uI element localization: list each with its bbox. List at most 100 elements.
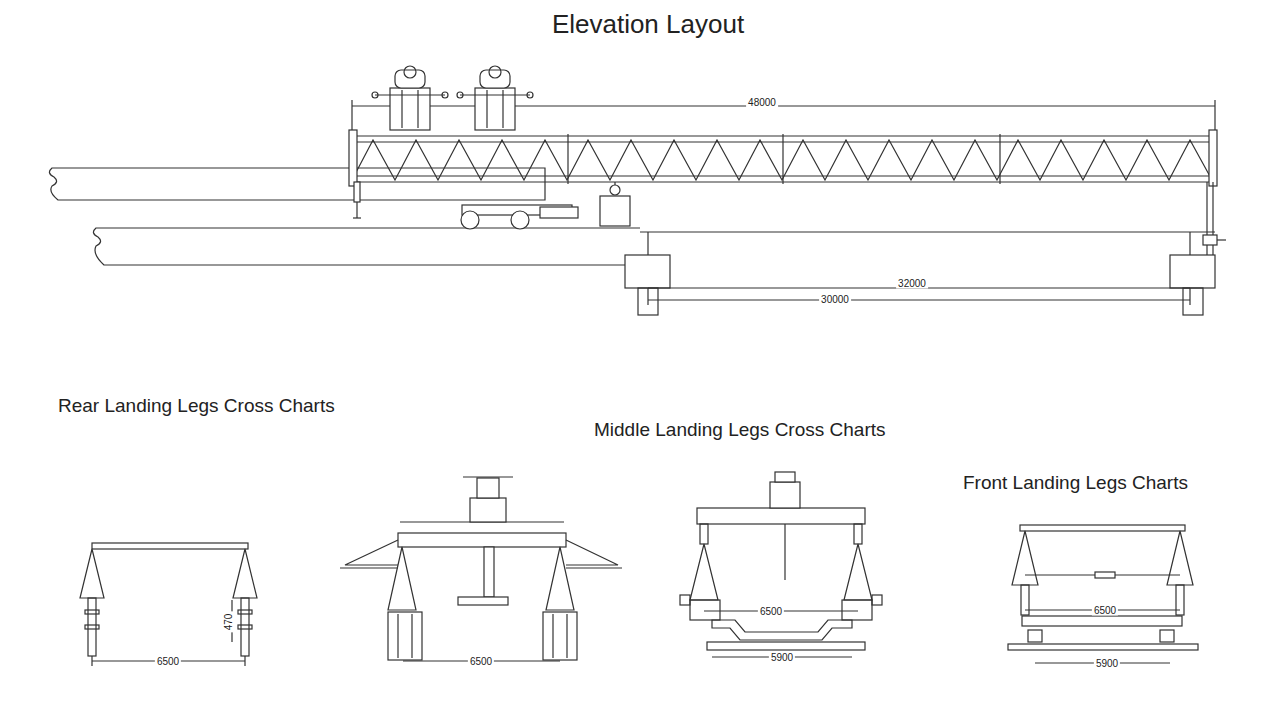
dimension-line [1214,100,1215,130]
launcher-truss [349,130,357,186]
support-legs [353,217,361,218]
rear-leg-section [238,610,252,614]
lifting-trolley [372,92,378,98]
middle-leg-section [854,524,862,544]
support-legs [600,196,630,226]
rear-leg-section [238,625,252,629]
launcher-truss [352,140,1212,180]
middle-leg-section [340,567,398,568]
girder-and-piers [638,288,658,315]
existing-deck [93,228,640,265]
middle-leg-section [770,482,800,508]
middle-leg-section [680,472,882,657]
girder-and-piers [648,299,1190,300]
rear-leg-section [80,543,257,666]
middle-leg-section [566,614,567,658]
middle-leg-section [690,544,718,600]
dimension-value: 5900 [769,652,795,663]
girder-and-piers [1183,288,1203,315]
middle-leg-section [388,547,416,610]
dimension-value: 5900 [1094,658,1120,669]
rear-leg-section [85,625,99,629]
middle-leg-section [398,533,566,547]
lifting-trolley [460,94,530,95]
rear-leg-section [241,598,249,656]
middle-leg-section [463,476,513,477]
front-leg-section [1028,630,1042,642]
girder-and-piers [640,231,1215,232]
front-leg-section [1008,525,1198,663]
front-leg-section [1167,531,1193,585]
middle-leg-section [397,614,398,658]
lifting-trolley [489,66,501,78]
lifting-trolley [502,90,503,128]
dimension-value: 470 [223,612,234,633]
middle-leg-section [470,498,506,522]
girder-and-piers [625,255,670,288]
middle-leg-section [543,612,577,660]
middle-leg-section [700,524,708,544]
middle-leg-section [566,540,618,565]
lifting-trolley [480,70,510,88]
rear-leg-section [91,656,92,666]
middle-leg-section [872,595,882,605]
lifting-trolley [475,88,515,130]
support-legs [1217,239,1226,240]
front-leg-section [1008,644,1198,650]
dimension-line [351,100,352,130]
section-heading: Middle Landing Legs Cross Charts [594,420,886,441]
lifting-trolley [375,94,445,95]
middle-leg-section [411,614,412,658]
rear-leg-section [80,549,104,598]
transport-cart [511,211,529,229]
launcher-truss [999,134,1000,184]
lifting-trolley [442,92,448,98]
girder-and-piers [1170,255,1215,288]
transport-cart [461,205,578,229]
middle-leg-section [477,478,499,498]
front-leg-section [1012,531,1038,585]
middle-leg-section [697,508,865,524]
rear-leg-section [244,656,245,666]
dimension-value: 6500 [1092,605,1118,616]
launcher-truss [349,130,1217,186]
lifting-trolley [401,90,402,128]
lifting-trolley [404,66,416,78]
dimension-value: 6500 [468,656,494,667]
launcher-truss [782,134,783,184]
dimension-value: 30000 [819,294,851,305]
support-legs [610,185,620,195]
launcher-truss [1209,130,1217,186]
middle-leg-section [546,547,574,610]
launcher-truss [567,134,568,184]
middle-leg-section [566,567,622,568]
section-heading: Rear Landing Legs Cross Charts [58,396,335,417]
transport-cart [540,207,578,218]
middle-leg-section [712,620,852,640]
middle-leg-section [340,477,622,661]
middle-leg-section [388,612,422,660]
support-legs [354,182,360,202]
middle-leg-section [552,614,553,658]
middle-leg-section [458,597,508,605]
section-heading: Front Landing Legs Charts [963,473,1188,494]
dimension-value: 32000 [896,278,928,289]
lifting-trolley [390,88,430,130]
rear-leg-section [233,549,257,598]
girder-and-piers [625,232,1215,315]
support-legs [1203,235,1217,245]
dimension-value: 48000 [746,97,778,108]
rear-leg-section [88,598,96,656]
middle-leg-section [784,524,785,580]
middle-leg-section [775,472,795,482]
front-leg-section [1095,572,1115,578]
lifting-trolley [486,90,487,128]
rear-leg-section [92,543,248,549]
existing-deck [49,168,545,200]
support-legs [353,182,1226,255]
dimension-value: 6500 [155,656,181,667]
middle-leg-section [484,547,494,597]
lifting-trolley [527,92,533,98]
